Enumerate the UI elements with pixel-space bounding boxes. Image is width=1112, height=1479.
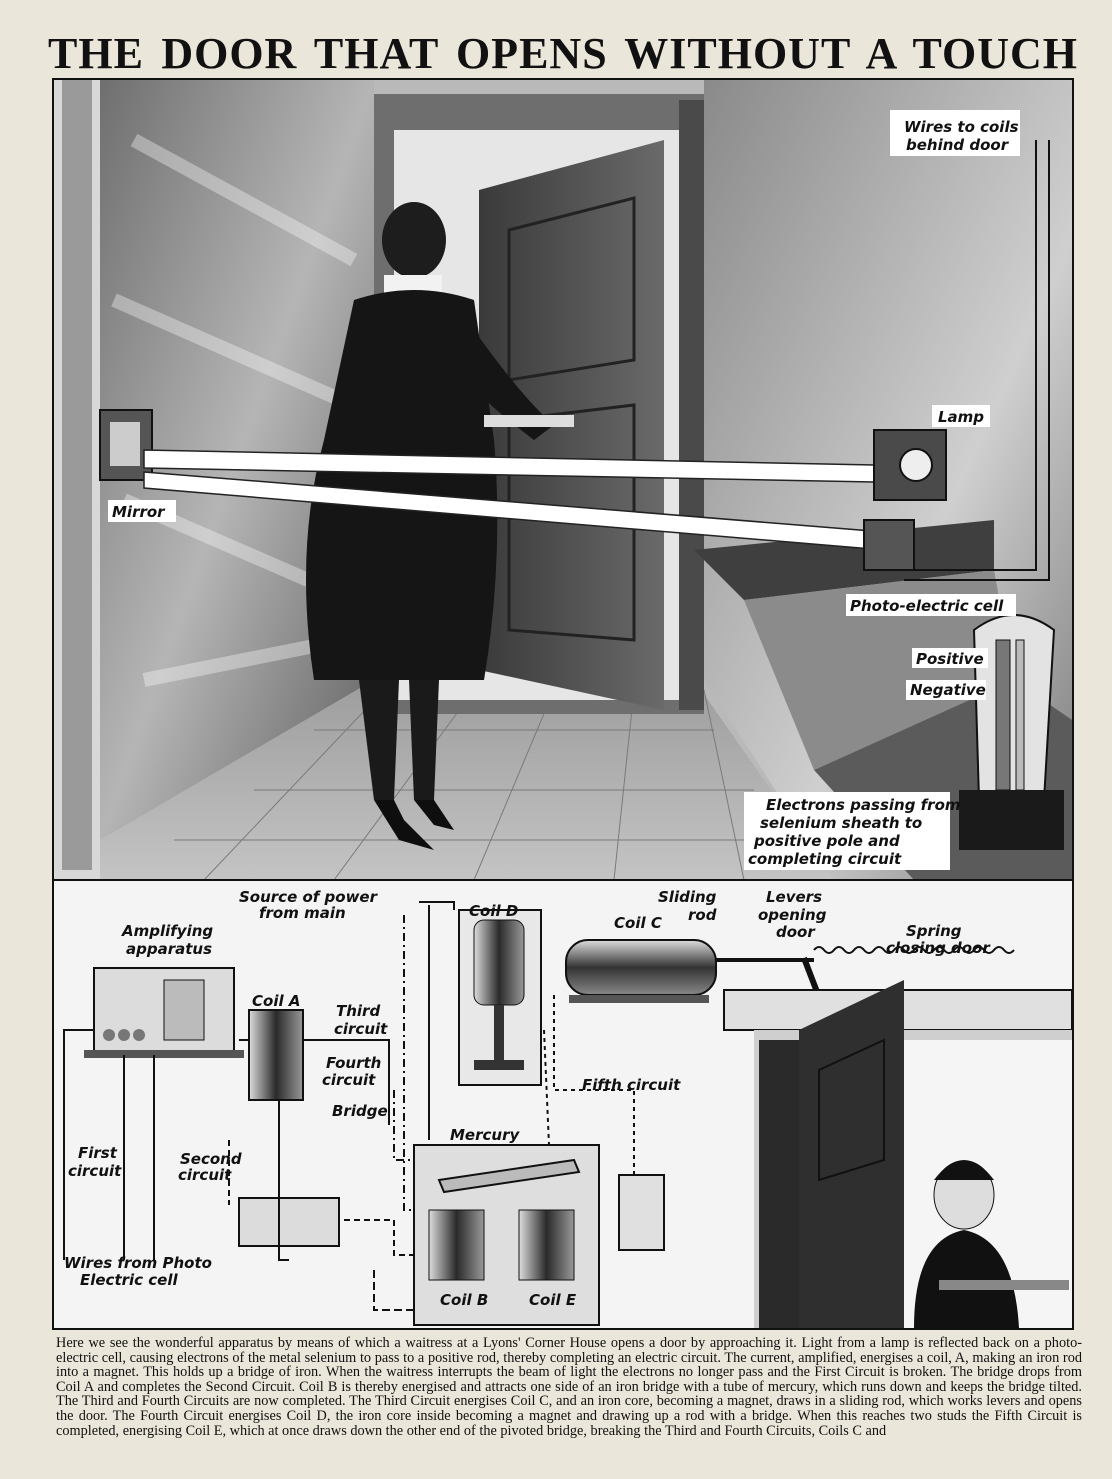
label-lamp: Lamp [938,408,984,426]
label-coil-d: Coil D [469,902,518,920]
label-photo-electric-cell: Photo-electric cell [850,597,1004,615]
label-second-circuit-1: Second [180,1150,242,1168]
label-second-circuit-2: circuit [178,1166,232,1184]
label-electrons-3: positive pole and [753,832,900,850]
label-mercury: Mercury [450,1126,520,1144]
label-fourth-circuit-1: Fourth [326,1054,381,1072]
label-wires-to-coils-1: Wires to coils [904,118,1019,136]
label-levers-3: door [776,923,816,941]
label-third-circuit-2: circuit [334,1020,388,1038]
label-electrons-4: completing circuit [748,850,902,868]
spring [813,946,1015,954]
circuit-wires [63,901,635,1311]
label-first-circuit-2: circuit [68,1162,122,1180]
label-negative: Negative [910,681,986,699]
coil-a [248,1009,304,1101]
coil-d [458,909,542,1086]
label-source-of-power-2: from main [259,904,346,922]
label-mirror: Mirror [112,503,166,521]
label-levers-1: Levers [766,888,822,906]
label-wires-from-photo-1: Wires from Photo [64,1254,212,1272]
label-amplifying-2: apparatus [126,940,212,958]
label-wires-from-photo-2: Electric cell [80,1271,178,1289]
illustration: Wires to coils behind door Lamp Mirror P… [54,80,1072,1328]
mirror-device [99,409,153,481]
label-spring-2: closing door [886,939,991,957]
label-bridge: Bridge [332,1102,388,1120]
label-levers-2: opening [758,906,827,924]
label-wires-to-coils-2: behind door [906,136,1010,154]
label-fourth-circuit-2: circuit [322,1071,376,1089]
label-third-circuit-1: Third [336,1002,380,1020]
label-coil-c: Coil C [614,914,662,932]
amplifying-apparatus [84,967,244,1058]
waitress-figure [306,202,574,850]
mercury-bridge-box [413,1144,600,1326]
waitress-portrait [914,1160,1069,1328]
second-circuit-box [238,1197,340,1247]
label-coil-b: Coil B [440,1291,488,1309]
label-coil-e: Coil E [529,1291,577,1309]
photo-electric-cell [959,614,1064,850]
label-fifth-circuit: Fifth circuit [582,1076,681,1094]
illustration-frame: Wires to coils behind door Lamp Mirror P… [52,78,1074,1330]
label-spring-1: Spring [906,922,962,940]
fifth-circuit-box [618,1174,665,1251]
page-title: THE DOOR THAT OPENS WITHOUT A TOUCH [48,29,1078,78]
corridor-scene: Wires to coils behind door Lamp Mirror P… [54,80,1072,881]
circuit-diagram: Source of power from main Coil D Coil C … [54,879,1072,1328]
label-amplifying-1: Amplifying [121,922,213,940]
label-first-circuit-1: First [78,1144,118,1162]
label-electrons-1: Electrons passing from [766,796,961,814]
label-coil-a: Coil A [252,992,300,1010]
label-source-of-power-1: Source of power [239,888,379,906]
label-electrons-2: selenium sheath to [760,814,922,832]
caption-text: Here we see the wonderful apparatus by m… [56,1335,1082,1439]
coil-c [565,939,814,1003]
label-sliding-rod-2: rod [688,906,717,924]
label-sliding-rod-1: Sliding [658,888,717,906]
label-positive: Positive [916,650,984,668]
lamp-housing [863,429,947,571]
door-frame-diagram [723,980,1072,1328]
